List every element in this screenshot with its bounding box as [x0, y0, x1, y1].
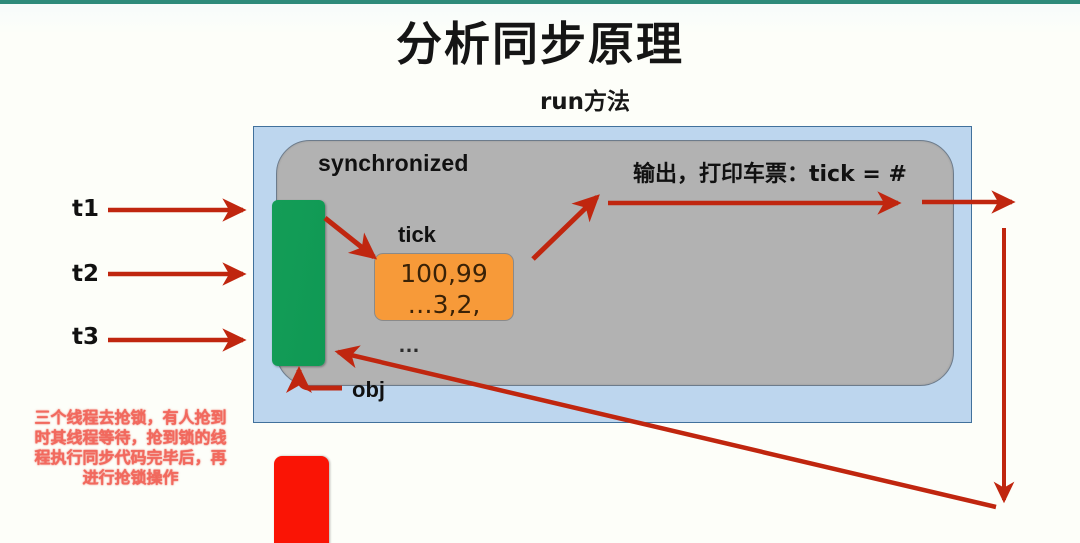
tick-value-line-2: …3,2,: [407, 290, 481, 319]
top-accent-bar: [0, 0, 1080, 4]
tick-value-box: 100,99 …3,2,: [374, 253, 514, 321]
annotation-note: 三个线程去抢锁，有人抢到时其线程等待，抢到锁的线程执行同步代码完毕后，再进行抢锁…: [34, 408, 227, 487]
thread-label-t1: t1: [72, 196, 99, 222]
page-subtitle: run方法: [539, 89, 631, 115]
tick-value-line-1: 100,99: [400, 259, 488, 288]
thread-label-t3: t3: [72, 324, 99, 350]
tick-label: tick: [398, 222, 436, 247]
top-tint-strip: [0, 4, 1080, 34]
output-print-label: 输出，打印车票：tick = #: [633, 162, 907, 187]
thread-label-t2: t2: [72, 261, 99, 287]
waiting-thread-block: [274, 456, 329, 543]
page-title: 分析同步原理: [396, 17, 684, 71]
synchronized-label: synchronized: [318, 150, 469, 176]
tick-ellipsis: …: [398, 332, 423, 357]
synchronized-block-region: [276, 140, 954, 386]
lock-object-bar: [272, 200, 325, 366]
obj-label: obj: [352, 377, 385, 402]
